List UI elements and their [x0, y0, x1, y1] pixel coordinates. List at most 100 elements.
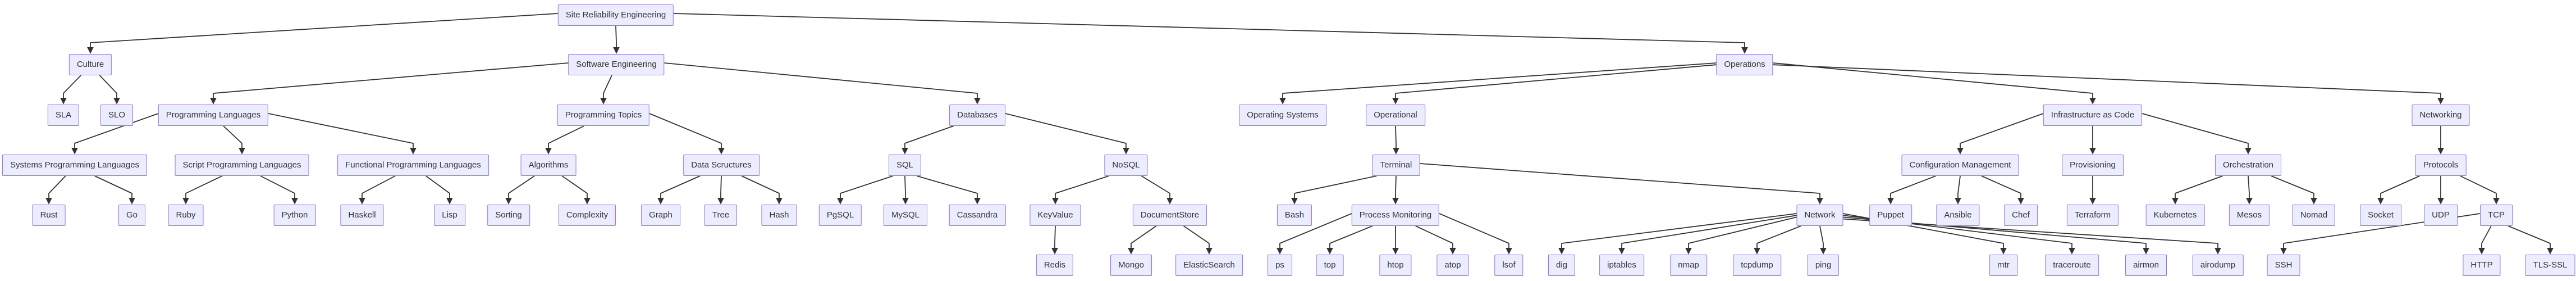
- edge-orchestration-mesos: [2246, 175, 2253, 205]
- edge-protocols-tcp: [2460, 175, 2500, 205]
- node-data-scructures: Data Scructures: [683, 155, 759, 176]
- edge-operations-infrastructure-as-code: [1773, 62, 2096, 105]
- edge-process-monitoring-atop: [1415, 225, 1456, 255]
- node-top: top: [1316, 255, 1344, 276]
- node-tree: Tree: [704, 205, 738, 226]
- node-operating-systems: Operating Systems: [1239, 105, 1326, 126]
- node-programming-topics: Programming Topics: [557, 105, 650, 126]
- node-airodump: airodump: [2192, 255, 2244, 276]
- node-keyvalue: KeyValue: [1030, 205, 1081, 226]
- node-networking: Networking: [2412, 105, 2470, 126]
- node-puppet: Puppet: [1869, 205, 1912, 226]
- edge-operational-terminal: [1393, 125, 1399, 155]
- node-tcp: TCP: [2480, 205, 2513, 226]
- edge-nosql-keyvalue: [1052, 175, 1109, 205]
- node-http: HTTP: [2463, 255, 2501, 276]
- node-traceroute: traceroute: [2045, 255, 2099, 276]
- edge-process-monitoring-ps: [1276, 213, 1352, 255]
- node-configuration-management: Configuration Management: [1901, 155, 2019, 176]
- edge-network-traceroute: [1843, 215, 2075, 255]
- node-software-engineering: Software Engineering: [568, 54, 665, 75]
- node-python: Python: [273, 205, 316, 226]
- node-infrastructure-as-code: Infrastructure as Code: [2043, 105, 2143, 126]
- node-kubernetes: Kubernetes: [2145, 205, 2205, 226]
- node-nosql: NoSQL: [1104, 155, 1148, 176]
- edge-tcp-tls-ssl: [2508, 225, 2554, 255]
- edge-configuration-management-puppet: [1887, 175, 1936, 205]
- node-udp: UDP: [2424, 205, 2458, 226]
- node-iptables: iptables: [1599, 255, 1644, 276]
- node-lisp: Lisp: [434, 205, 465, 226]
- edge-data-scructures-hash: [741, 175, 783, 205]
- node-provisioning: Provisioning: [2062, 155, 2124, 176]
- node-programming-languages: Programming Languages: [158, 105, 269, 126]
- node-tls-ssl: TLS-SSL: [2525, 255, 2575, 276]
- edge-data-scructures-graph: [657, 175, 701, 205]
- edge-functional-programming-languages-lisp: [425, 175, 453, 205]
- node-databases: Databases: [949, 105, 1005, 126]
- node-slo: SLO: [100, 105, 134, 126]
- edge-script-programming-languages-ruby: [182, 175, 223, 205]
- edge-databases-nosql: [1005, 113, 1129, 155]
- node-redis: Redis: [1036, 255, 1074, 276]
- edge-terminal-network: [1420, 163, 1823, 205]
- node-operations: Operations: [1716, 54, 1773, 75]
- edge-network-tcpdump: [1754, 225, 1801, 255]
- node-lsof: lsof: [1494, 255, 1523, 276]
- edge-documentstore-elasticsearch: [1183, 225, 1212, 255]
- node-rust: Rust: [32, 205, 66, 226]
- node-mesos: Mesos: [2229, 205, 2270, 226]
- node-script-programming-languages: Script Programming Languages: [175, 155, 309, 176]
- node-nomad: Nomad: [2292, 205, 2336, 226]
- edge-network-iptables: [1618, 215, 1797, 255]
- edge-script-programming-languages-python: [260, 175, 298, 205]
- edge-algorithms-sorting: [505, 175, 535, 205]
- node-process-monitoring: Process Monitoring: [1351, 205, 1440, 226]
- node-cassandra: Cassandra: [949, 205, 1006, 226]
- edge-software-engineering-databases: [664, 62, 981, 105]
- edge-programming-languages-script-programming-languages: [223, 125, 245, 155]
- node-mysql: MySQL: [883, 205, 928, 226]
- node-graph: Graph: [641, 205, 680, 226]
- node-complexity: Complexity: [558, 205, 616, 226]
- node-dig: dig: [1548, 255, 1576, 276]
- edge-network-nmap: [1685, 216, 1797, 255]
- edge-operations-operational: [1392, 64, 1717, 105]
- edge-programming-languages-functional-programming-languages: [268, 113, 417, 155]
- node-airmon: airmon: [2125, 255, 2167, 276]
- node-ping: ping: [1807, 255, 1840, 276]
- edge-sql-pgsql: [837, 175, 894, 205]
- node-orchestration: Orchestration: [2214, 155, 2282, 176]
- edge-algorithms-complexity: [561, 175, 591, 205]
- edge-process-monitoring-top: [1326, 225, 1373, 255]
- edge-network-ping: [1819, 225, 1827, 255]
- node-nmap: nmap: [1670, 255, 1707, 276]
- node-mtr: mtr: [1989, 255, 2017, 276]
- edge-functional-programming-languages-haskell: [359, 175, 396, 205]
- node-mongo: Mongo: [1110, 255, 1152, 276]
- node-culture: Culture: [68, 54, 112, 75]
- edge-culture-slo: [99, 75, 120, 105]
- node-terminal: Terminal: [1372, 155, 1420, 176]
- edge-protocols-socket: [2377, 175, 2420, 205]
- node-terraform: Terraform: [2066, 205, 2119, 226]
- node-operational: Operational: [1366, 105, 1425, 126]
- node-atop: atop: [1436, 255, 1469, 276]
- edge-network-airodump: [1843, 218, 2221, 255]
- edge-tcp-http: [2478, 225, 2492, 255]
- node-protocols: Protocols: [2415, 155, 2467, 176]
- edge-software-engineering-programming-topics: [600, 75, 612, 105]
- edge-orchestration-nomad: [2271, 175, 2317, 205]
- node-ansible: Ansible: [1936, 205, 1980, 226]
- edge-operations-operating-systems: [1279, 62, 1717, 105]
- node-ruby: Ruby: [168, 205, 204, 226]
- edge-programming-topics-data-scructures: [649, 113, 725, 155]
- edge-operations-networking: [1773, 64, 2444, 105]
- node-network: Network: [1796, 205, 1843, 226]
- edge-terminal-process-monitoring: [1392, 175, 1399, 205]
- edge-tcp-ssh: [2280, 213, 2481, 255]
- node-functional-programming-languages: Functional Programming Languages: [337, 155, 489, 176]
- node-pgsql: PgSQL: [818, 205, 862, 226]
